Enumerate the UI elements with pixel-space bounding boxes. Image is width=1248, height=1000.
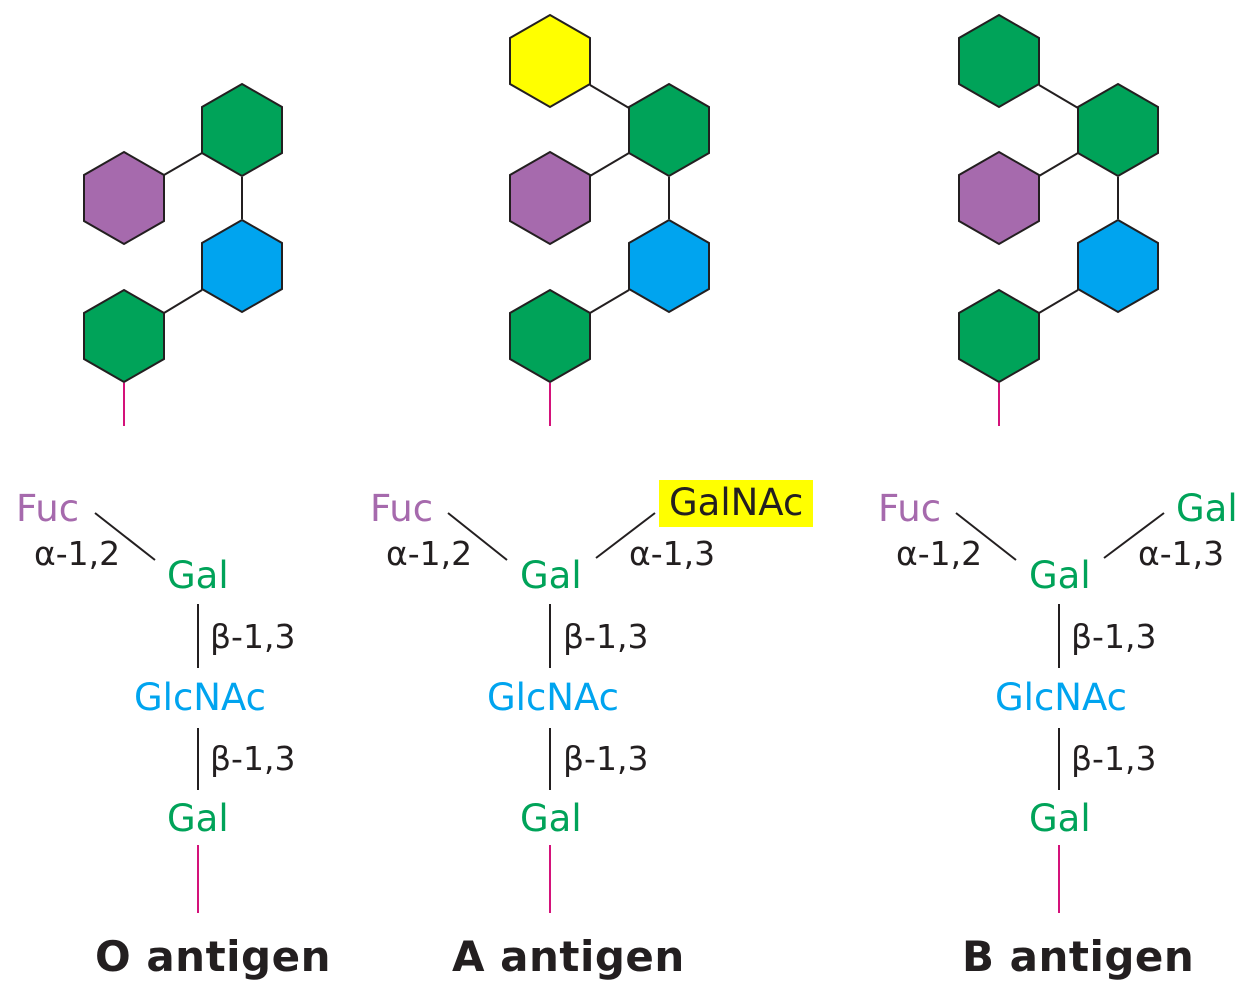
a-bond-fuc-gal — [589, 152, 630, 177]
b-alpha12-bond — [955, 512, 1017, 561]
a-antigen-title: A antigen — [452, 932, 685, 981]
a-fuc-hexagon — [509, 150, 591, 246]
o-alpha12-bond — [94, 512, 156, 561]
b-antigen-hex-structure — [958, 13, 1159, 426]
o-beta13-label-a: β-1,3 — [210, 617, 296, 656]
o-gal-top-label: Gal — [167, 554, 229, 597]
b-gal-bottom-hexagon — [958, 288, 1040, 384]
a-gal-top-hexagon — [628, 82, 710, 178]
b-gal-top-label: Gal — [1029, 554, 1091, 597]
o-gal-top-hexagon — [201, 82, 283, 178]
a-galnac-hexagon — [509, 13, 591, 109]
b-alpha13-bond — [1103, 512, 1165, 559]
b-terminal-gal-hexagon — [958, 13, 1040, 109]
o-fuc-label: Fuc — [16, 487, 80, 530]
o-glcnac-label: GlcNAc — [134, 676, 266, 719]
b-gal-bottom-label: Gal — [1029, 797, 1091, 840]
formula-bonds — [94, 512, 1165, 913]
o-bond-glcnac-gal — [163, 289, 203, 314]
a-gal-top-label: Gal — [520, 554, 582, 597]
a-alpha13-label: α-1,3 — [629, 534, 716, 573]
a-bond-glcnac-gal — [589, 289, 630, 314]
b-beta13-label-a: β-1,3 — [1071, 617, 1157, 656]
b-glcnac-label: GlcNAc — [995, 676, 1127, 719]
a-galnac-label: GalNAc — [659, 480, 814, 527]
a-gal-bottom-label: Gal — [520, 797, 582, 840]
a-alpha13-bond — [595, 512, 656, 559]
a-bond-galnac-gal — [589, 84, 630, 109]
b-fuc-label: Fuc — [878, 487, 942, 530]
a-glcnac-hexagon — [628, 218, 710, 314]
b-beta13-label-b: β-1,3 — [1071, 739, 1157, 778]
a-glcnac-label: GlcNAc — [487, 676, 619, 719]
o-alpha12-label: α-1,2 — [34, 534, 121, 573]
b-bond-glcnac-gal — [1038, 289, 1079, 314]
o-glcnac-hexagon — [201, 218, 283, 314]
a-fuc-label: Fuc — [370, 487, 434, 530]
b-alpha13-label: α-1,3 — [1138, 534, 1225, 573]
o-antigen-hex-structure — [83, 82, 283, 426]
a-beta13-label-b: β-1,3 — [563, 739, 649, 778]
b-antigen-title: B antigen — [962, 932, 1195, 981]
a-alpha12-bond — [447, 512, 508, 561]
a-gal-bottom-hexagon — [509, 288, 591, 384]
b-glcnac-hexagon — [1077, 218, 1159, 314]
b-fuc-hexagon — [958, 150, 1040, 246]
b-terminal-gal-label: Gal — [1176, 487, 1238, 530]
o-gal-bottom-hexagon — [83, 288, 165, 384]
a-antigen-hex-structure — [509, 13, 710, 426]
o-gal-bottom-label: Gal — [167, 797, 229, 840]
b-bond-gal-gal — [1038, 84, 1079, 109]
a-alpha12-label: α-1,2 — [386, 534, 473, 573]
o-fuc-hexagon — [83, 150, 165, 246]
o-antigen-title: O antigen — [95, 932, 331, 981]
b-alpha12-label: α-1,2 — [896, 534, 983, 573]
o-beta13-label-b: β-1,3 — [210, 739, 296, 778]
b-gal-top-hexagon — [1077, 82, 1159, 178]
o-bond-fuc-gal — [163, 152, 203, 176]
a-beta13-label-a: β-1,3 — [563, 617, 649, 656]
b-bond-fuc-gal — [1038, 152, 1079, 177]
